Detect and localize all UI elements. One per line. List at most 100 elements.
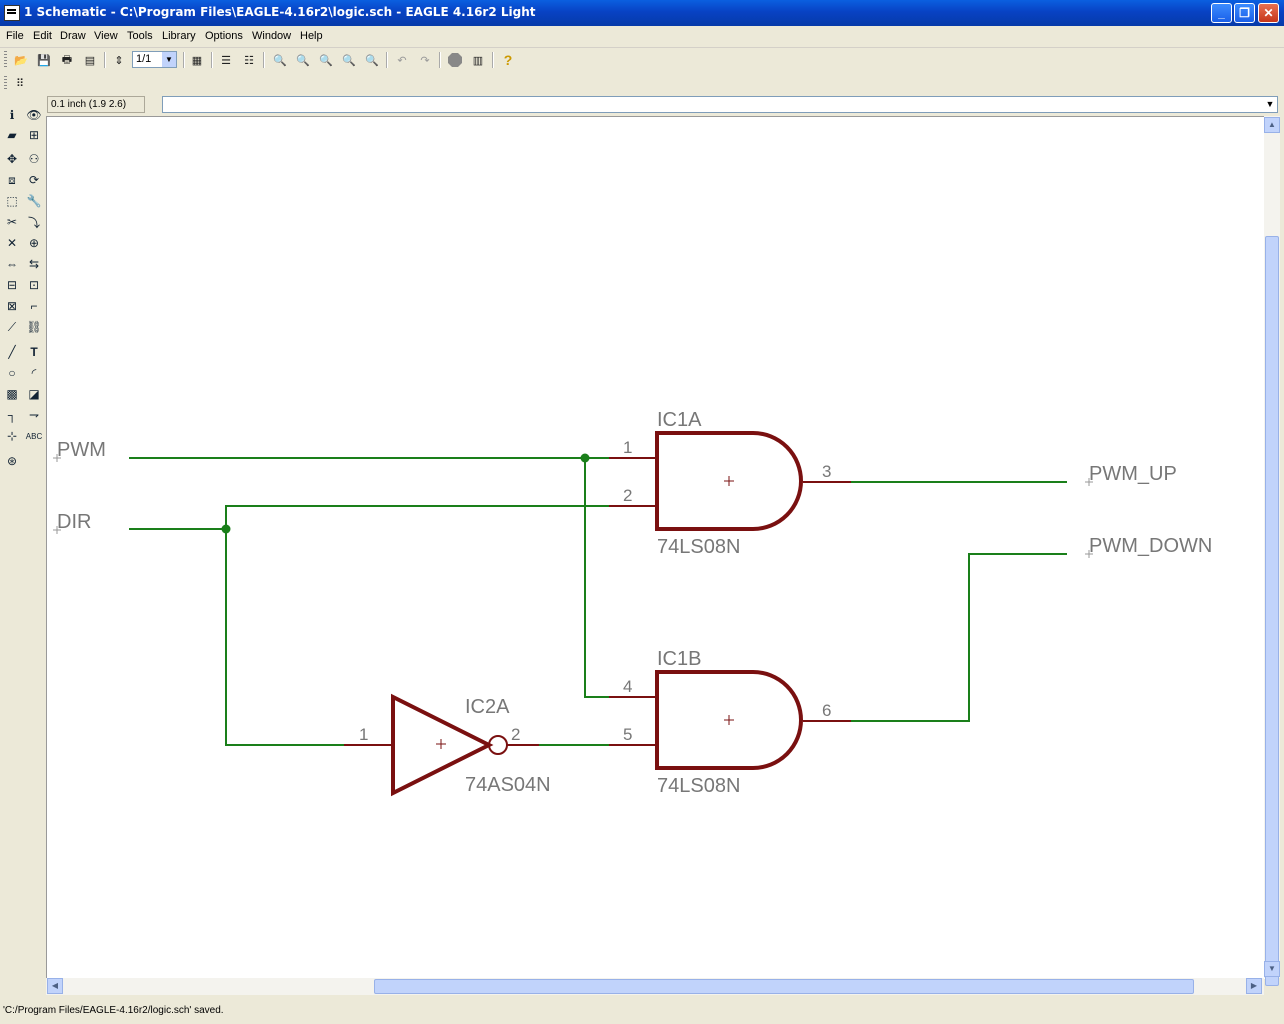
paste-icon[interactable]: ⤵ — [27, 215, 40, 230]
move-icon[interactable]: ✥ — [6, 152, 18, 166]
ic1b-value: 74LS08N — [657, 775, 740, 797]
rotate-icon[interactable]: ⟳ — [28, 173, 40, 187]
open-icon[interactable]: 📂 — [14, 54, 28, 67]
sheet-icon[interactable]: ⇕ — [114, 54, 124, 67]
menu-options[interactable]: Options — [205, 30, 243, 42]
menu-library[interactable]: Library — [162, 30, 196, 42]
ulp-icon[interactable]: ☷ — [244, 54, 254, 67]
script-icon[interactable]: ☰ — [221, 54, 231, 67]
horizontal-scroll-thumb[interactable] — [374, 979, 1194, 994]
replace-icon[interactable]: ⊟ — [6, 278, 18, 292]
scroll-down-button[interactable]: ▼ — [1264, 961, 1280, 977]
ic1b-name: IC1B — [657, 648, 701, 670]
print-icon[interactable]: 🖶 — [61, 53, 73, 66]
info-icon[interactable]: ℹ — [9, 108, 15, 122]
net-label-pwm-down: PWM_DOWN — [1089, 535, 1212, 557]
vertical-scrollbar[interactable]: ▲ ▼ — [1264, 116, 1280, 986]
command-bar: 0.1 inch (1.9 2.6) ▼ — [0, 95, 1284, 115]
eagle-app-icon[interactable] — [4, 5, 20, 21]
copy-icon[interactable]: ⚇ — [28, 152, 40, 166]
menu-window[interactable]: Window — [252, 30, 292, 42]
nets — [129, 457, 1067, 746]
save-icon[interactable]: 💾 — [37, 54, 51, 67]
zoom-in-icon[interactable]: 🔍 — [296, 54, 310, 67]
toolbar-grip[interactable] — [4, 51, 7, 69]
param-toolbar-grip[interactable] — [4, 76, 7, 90]
value-icon[interactable]: ⊡ — [28, 278, 40, 292]
menu-draw[interactable]: Draw — [60, 30, 86, 42]
net-label-pwm-up: PWM_UP — [1089, 463, 1177, 485]
ic2a-name: IC2A — [465, 696, 510, 718]
redo-icon[interactable]: ↷ — [420, 54, 430, 67]
schematic-drawing: PWM DIR PWM_UP PWM_DOWN IC1A 74LS08N 1 2… — [53, 409, 1212, 797]
menu-tools[interactable]: Tools — [127, 30, 153, 42]
ic1a-value: 74LS08N — [657, 536, 740, 558]
group-icon[interactable]: ⬚ — [6, 194, 18, 208]
undo-icon[interactable]: ↶ — [397, 54, 407, 67]
change-icon[interactable]: 🔧 — [26, 194, 42, 208]
board-icon[interactable]: ▦ — [191, 54, 203, 67]
minimize-button[interactable]: _ — [1211, 3, 1232, 23]
label-icon[interactable]: ABC — [25, 431, 43, 441]
sheet-select[interactable]: 1/1 ▼ — [132, 51, 177, 68]
scroll-right-button[interactable]: ▶ — [1246, 978, 1262, 994]
net-label-dir: DIR — [57, 511, 91, 533]
smash-icon[interactable]: ⌐ — [30, 299, 38, 313]
name-icon[interactable]: ⊠ — [6, 299, 18, 313]
chevron-down-icon[interactable]: ▼ — [1265, 99, 1275, 109]
menu-edit[interactable]: Edit — [33, 30, 52, 42]
show-icon[interactable]: 👁 — [26, 108, 42, 122]
menu-view[interactable]: View — [94, 30, 118, 42]
redraw-icon[interactable]: 🔍 — [342, 54, 356, 67]
ic2a-value: 74AS04N — [465, 774, 551, 796]
net-icon[interactable]: ⇁ — [28, 408, 40, 422]
mirror-icon[interactable]: ⧈ — [8, 172, 16, 187]
mark-icon[interactable]: ⊞ — [28, 128, 40, 142]
command-input[interactable]: ▼ — [162, 96, 1278, 113]
net-dir-wire — [129, 505, 609, 530]
add-icon[interactable]: ⊕ — [28, 236, 40, 250]
chevron-down-icon[interactable]: ▼ — [162, 52, 176, 67]
help-icon[interactable]: ? — [503, 52, 513, 68]
display-layers-icon[interactable]: ▰ — [7, 128, 17, 142]
split-icon[interactable]: ⛓ — [26, 320, 42, 334]
ic1b-pin5: 5 — [623, 725, 632, 744]
horizontal-scrollbar[interactable]: ◀ ▶ — [46, 978, 1264, 995]
sheet-select-value: 1/1 — [136, 53, 152, 65]
gateswap-icon[interactable]: ⇆ — [28, 257, 40, 271]
menu-help[interactable]: Help — [300, 30, 323, 42]
restore-button[interactable]: ❐ — [1234, 3, 1255, 23]
text-icon[interactable]: T — [30, 345, 38, 359]
cut-icon[interactable]: ✂ — [6, 215, 18, 229]
status-message: 'C:/Program Files/EAGLE-4.16r2/logic.sch… — [3, 1005, 224, 1016]
wire-icon[interactable]: ╱ — [8, 345, 16, 359]
gate-ic2a — [344, 693, 539, 797]
rect-icon[interactable]: ▩ — [6, 387, 18, 401]
stop-icon[interactable] — [446, 51, 464, 69]
circle-icon[interactable]: ○ — [8, 366, 16, 380]
title-bar: 1 Schematic - C:\Program Files\EAGLE-4.1… — [0, 0, 1284, 26]
tool-palette: ℹ 👁 ▰ ⊞ ✥ ⚇ ⧈ ⟳ ⬚ 🔧 ✂ ⤵ ✕ ⊕ ⇔ ⇆ ⊟ ⊡ ⊠ ⌐ … — [0, 104, 46, 1004]
vertical-scroll-thumb[interactable] — [1265, 236, 1279, 986]
bus-icon[interactable]: ┐ — [7, 408, 17, 422]
scroll-left-button[interactable]: ◀ — [47, 978, 63, 994]
zoom-select-icon[interactable]: 🔍 — [365, 54, 379, 67]
scroll-up-button[interactable]: ▲ — [1264, 117, 1280, 133]
menu-file[interactable]: File — [6, 30, 24, 42]
pinswap-icon[interactable]: ⇔ — [6, 257, 18, 271]
erc-icon[interactable]: ⊛ — [6, 454, 18, 468]
cam-processor-icon[interactable]: ▤ — [84, 54, 96, 67]
junction-icon[interactable]: ⊹ — [6, 429, 18, 443]
zoom-out-icon[interactable]: 🔍 — [319, 54, 333, 67]
arc-icon[interactable]: ◜ — [31, 366, 37, 380]
grid-icon[interactable]: ⠿ — [15, 77, 25, 90]
go-icon[interactable]: ▥ — [472, 54, 484, 67]
zoom-fit-icon[interactable]: 🔍 — [273, 54, 287, 67]
delete-icon[interactable]: ✕ — [6, 236, 18, 250]
polygon-icon[interactable]: ◪ — [28, 387, 40, 401]
schematic-canvas[interactable]: PWM DIR PWM_UP PWM_DOWN IC1A 74LS08N 1 2… — [46, 116, 1265, 979]
ic1b-pin4: 4 — [623, 677, 632, 696]
status-bar: 'C:/Program Files/EAGLE-4.16r2/logic.sch… — [0, 1000, 1284, 1024]
close-button[interactable]: ✕ — [1258, 3, 1279, 23]
miter-icon[interactable]: ⟋ — [7, 319, 17, 334]
